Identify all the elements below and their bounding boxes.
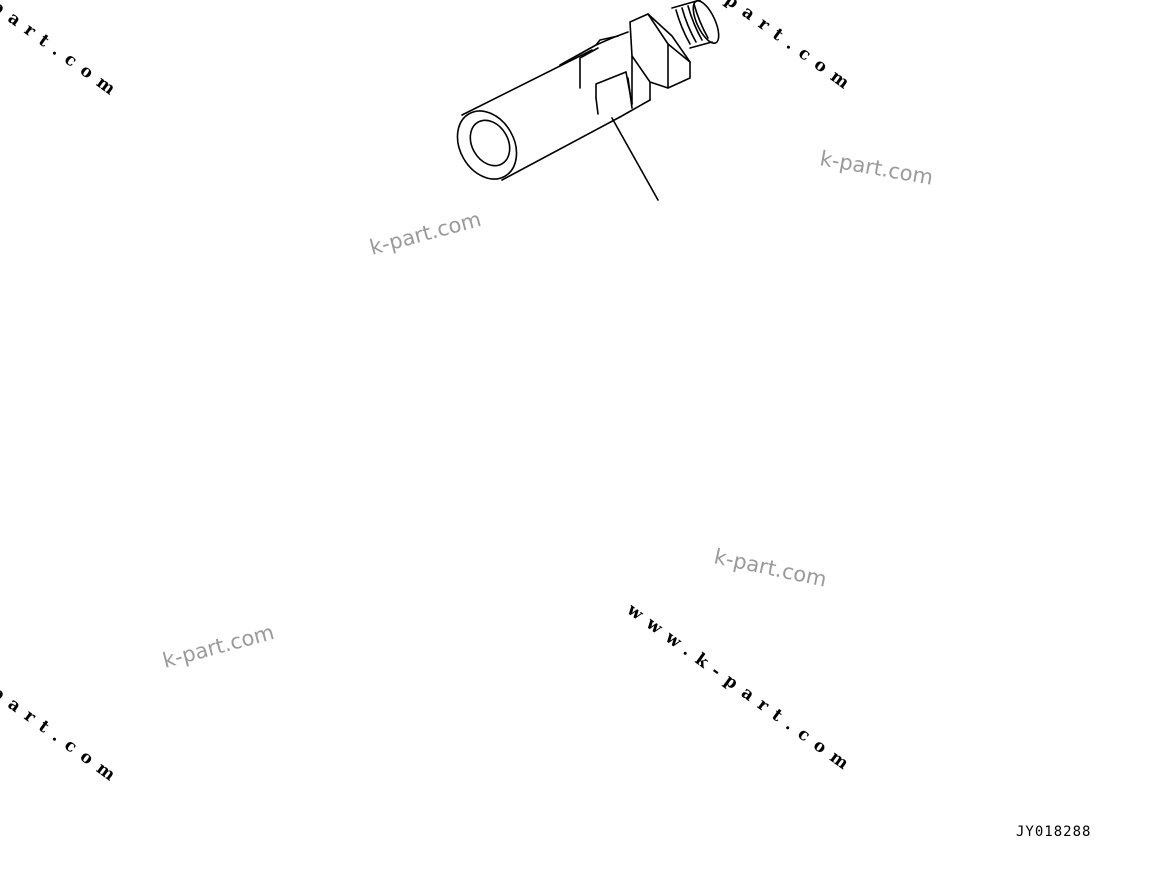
watermark-k-part: k-part.com	[367, 207, 484, 260]
watermark-www-k-part-top: part.com	[721, 0, 860, 99]
watermark-www-k-part-bottom-left: part.com	[0, 682, 126, 791]
watermark-www-k-part: www.k-part.com	[622, 599, 859, 779]
watermark-www-k-part-top-left: part.com	[0, 0, 126, 105]
watermark-k-part: k-part.com	[160, 620, 277, 673]
watermark-k-part: k-part.com	[712, 544, 829, 591]
sensor-part-illustration	[456, 0, 720, 201]
drawing-code: JY018288	[1016, 824, 1091, 840]
watermark-k-part: k-part.com	[818, 146, 935, 189]
